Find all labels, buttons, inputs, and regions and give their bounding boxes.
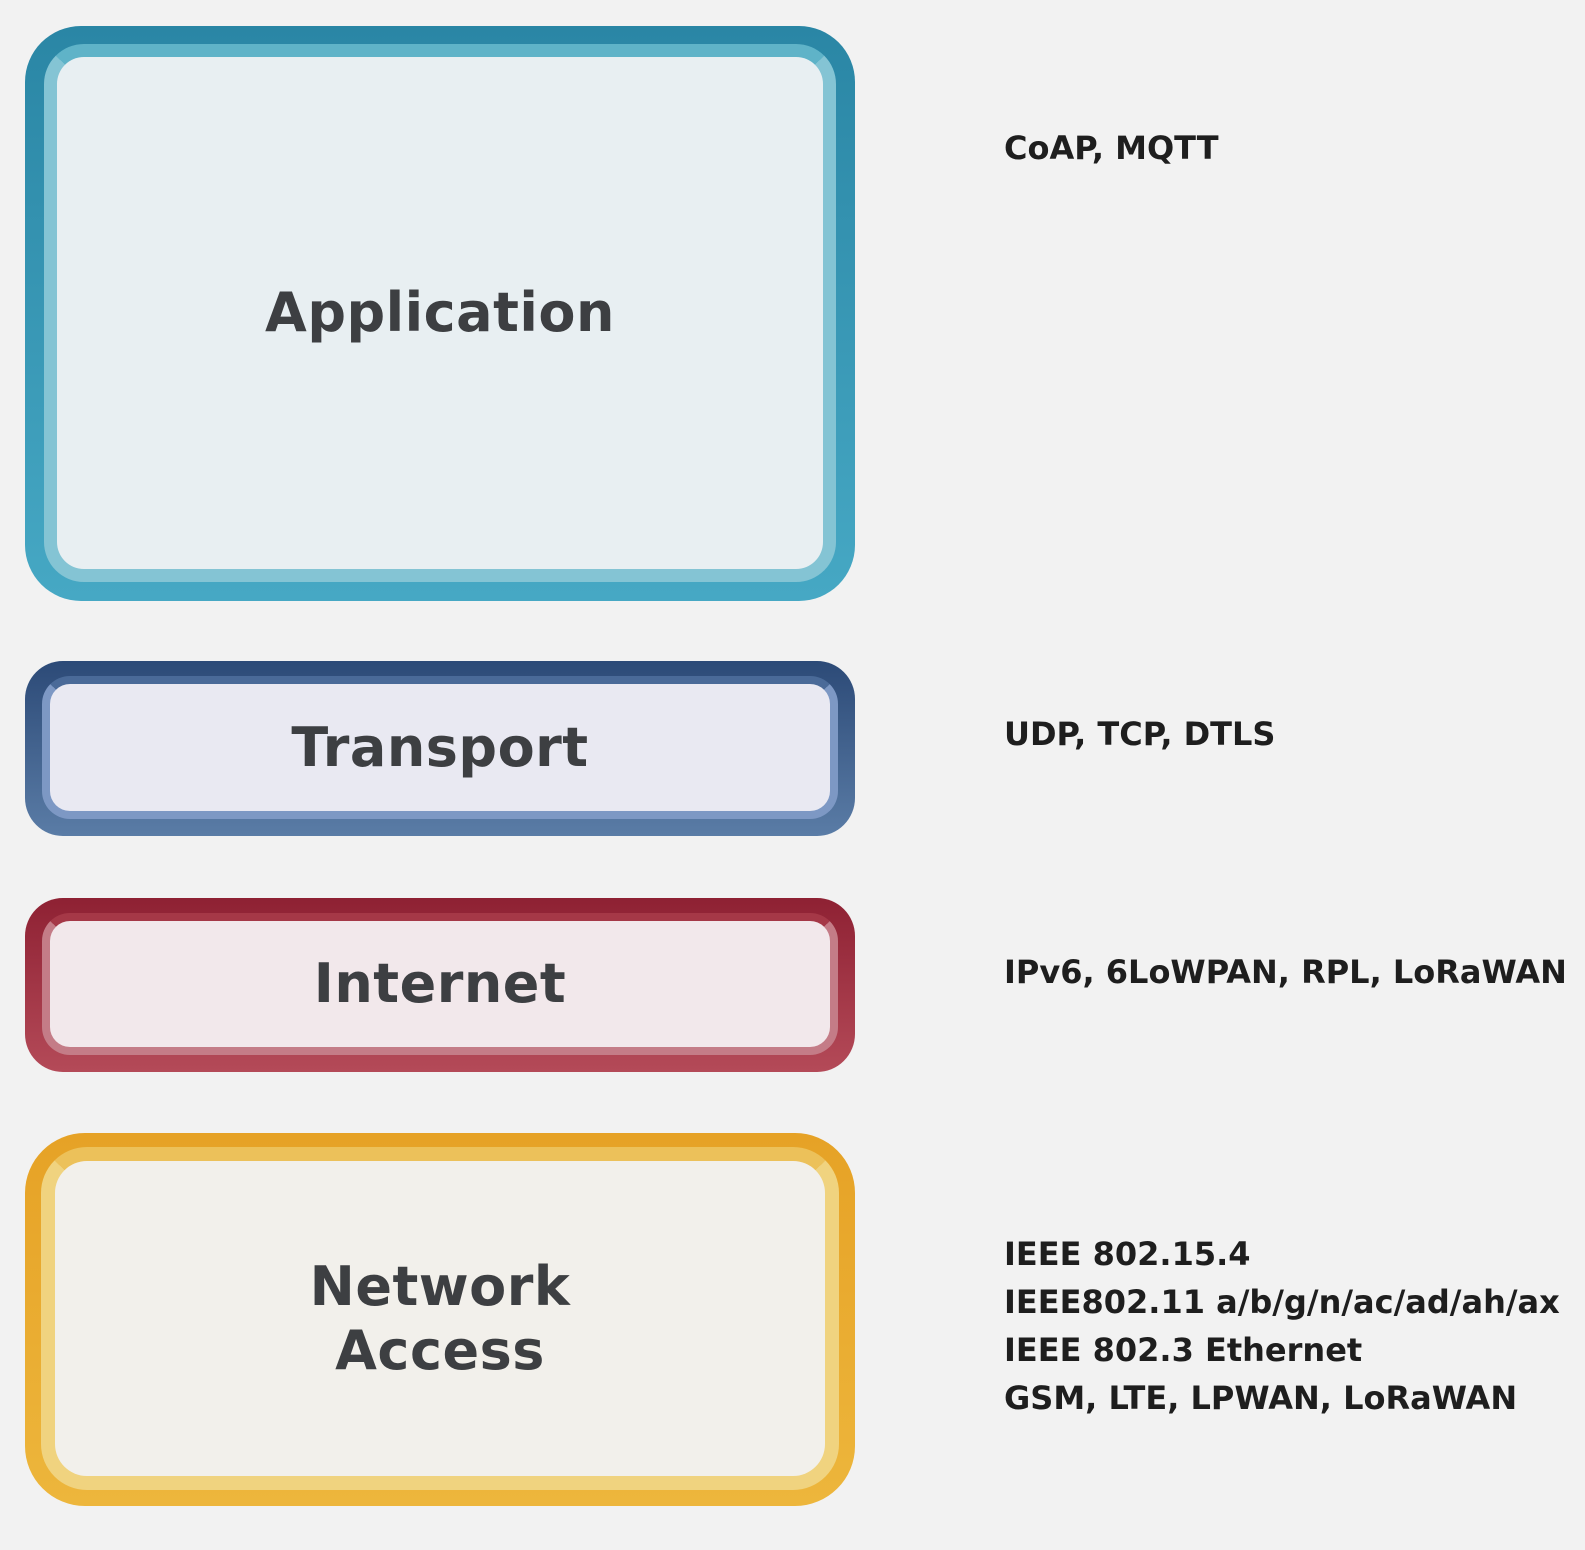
- internet-layer-box: Internet: [25, 898, 855, 1072]
- network-access-layer-box: Network Access: [25, 1133, 855, 1506]
- application-layer-inner: Application: [44, 44, 836, 582]
- network-access-label-line-1: Network: [309, 1254, 571, 1318]
- network-access-protocol-1: IEEE 802.15.4: [1004, 1235, 1251, 1273]
- transport-layer-label: Transport: [291, 715, 589, 779]
- internet-layer-label: Internet: [313, 952, 567, 1015]
- network-access-protocol-3: IEEE 802.3 Ethernet: [1004, 1331, 1363, 1369]
- application-protocols: CoAP, MQTT: [1004, 129, 1219, 167]
- transport-protocols: UDP, TCP, DTLS: [1004, 715, 1276, 753]
- network-access-protocol-4: GSM, LTE, LPWAN, LoRaWAN: [1004, 1379, 1518, 1417]
- network-access-label-line-2: Access: [335, 1318, 545, 1382]
- network-access-protocol-2: IEEE802.11 a/b/g/n/ac/ad/ah/ax: [1004, 1283, 1560, 1321]
- application-layer-label: Application: [265, 281, 615, 344]
- internet-protocols: IPv6, 6LoWPAN, RPL, LoRaWAN: [1004, 953, 1567, 991]
- internet-layer-inner: Internet: [42, 913, 838, 1055]
- transport-layer-inner: Transport: [42, 676, 838, 819]
- network-access-layer-inner: Network Access: [41, 1147, 839, 1490]
- transport-layer-box: Transport: [25, 661, 855, 836]
- application-layer-box: Application: [25, 26, 855, 601]
